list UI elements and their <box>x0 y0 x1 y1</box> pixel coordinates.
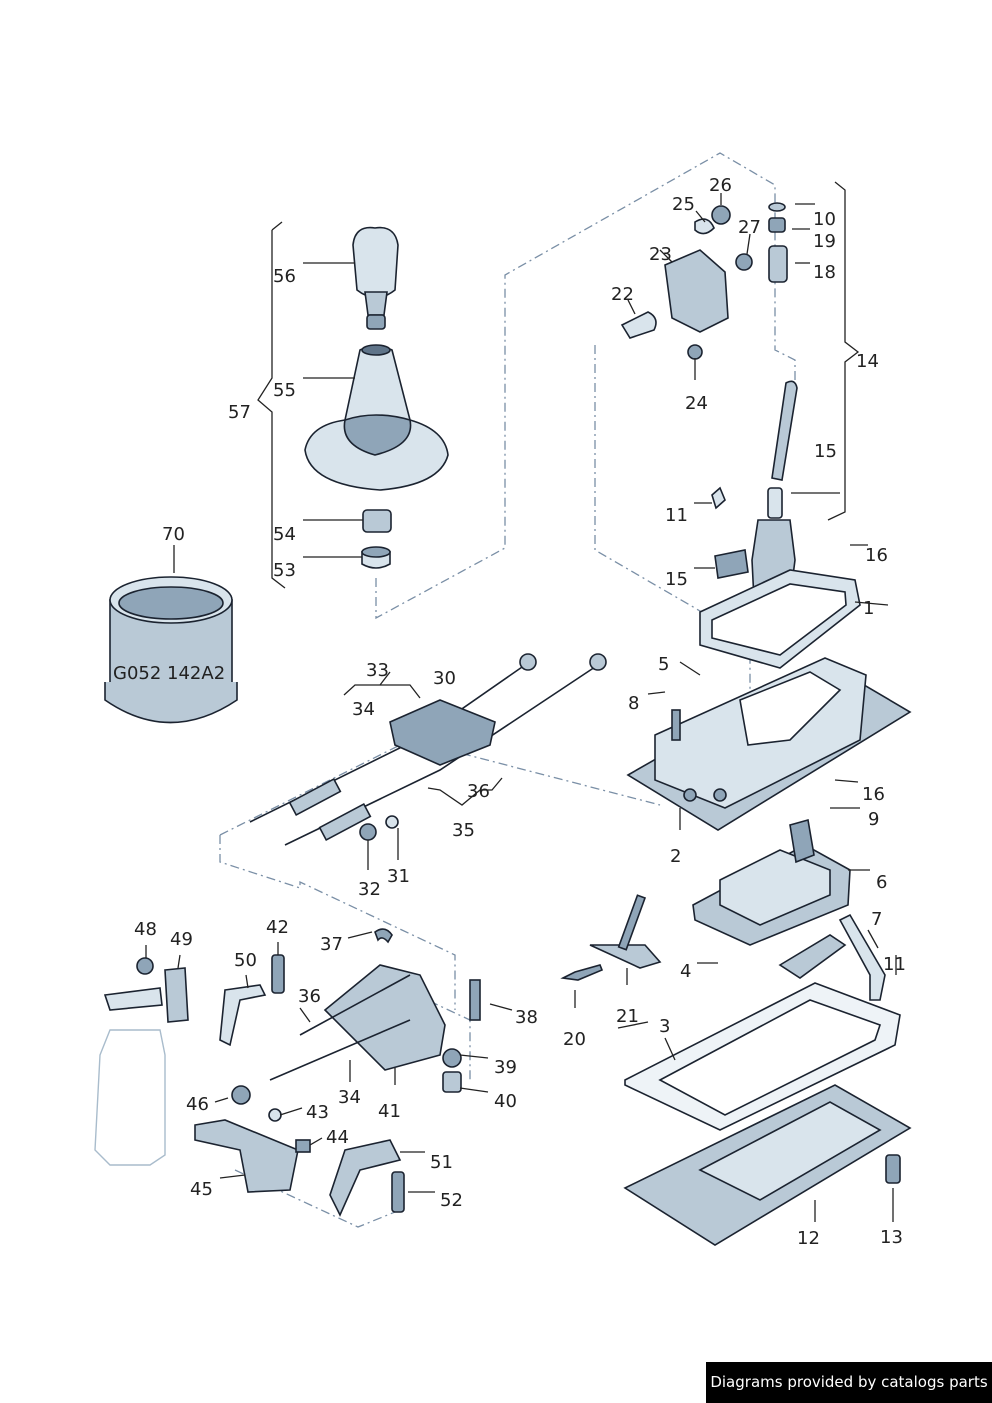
callout-18: 18 <box>813 262 836 283</box>
callout-53: 53 <box>273 560 296 581</box>
callout-12: 12 <box>797 1228 820 1249</box>
callout-49: 49 <box>170 929 193 950</box>
callout-24: 24 <box>685 393 708 414</box>
callout-20: 20 <box>563 1029 586 1050</box>
callout-34-upper: 34 <box>352 699 375 720</box>
callout-39: 39 <box>494 1057 517 1078</box>
callout-36-upper: 36 <box>467 781 490 802</box>
callout-25: 25 <box>672 194 695 215</box>
callout-44: 44 <box>326 1127 349 1148</box>
cover-plate-part-12 <box>623 1084 912 1246</box>
callout-16-upper: 16 <box>865 545 888 566</box>
callout-labels: 1 2 3 4 5 6 7 8 9 10 11 11 12 13 14 15 1… <box>134 175 906 1249</box>
callout-35: 35 <box>452 820 475 841</box>
callout-13: 13 <box>880 1227 903 1248</box>
callout-46: 46 <box>186 1094 209 1115</box>
callout-26: 26 <box>709 175 732 196</box>
callout-3: 3 <box>659 1016 670 1037</box>
parts-7-20-21 <box>560 894 886 1001</box>
callout-55: 55 <box>273 380 296 401</box>
shift-knob-part-56 <box>352 226 399 330</box>
callout-15-upper: 15 <box>814 441 837 462</box>
callout-10: 10 <box>813 209 836 230</box>
callout-8: 8 <box>628 693 639 714</box>
lower-housing-part-6 <box>692 818 851 946</box>
callout-43: 43 <box>306 1102 329 1123</box>
gasket-part-3 <box>624 982 901 1131</box>
callout-31: 31 <box>387 866 410 887</box>
callout-15-lower: 15 <box>665 569 688 590</box>
callout-56: 56 <box>273 266 296 287</box>
callout-11-upper: 11 <box>665 505 688 526</box>
callout-40: 40 <box>494 1091 517 1112</box>
callout-41: 41 <box>378 1101 401 1122</box>
housing-part-2 <box>626 657 912 831</box>
callout-50: 50 <box>234 950 257 971</box>
callout-23: 23 <box>649 244 672 265</box>
callout-70: 70 <box>162 524 185 545</box>
callout-33: 33 <box>366 660 389 681</box>
callout-7: 7 <box>871 909 882 930</box>
callout-32: 32 <box>358 879 381 900</box>
callout-1: 1 <box>863 598 874 619</box>
callout-54: 54 <box>273 524 296 545</box>
callout-36-lower: 36 <box>298 986 321 1007</box>
shift-lever-part-15 <box>711 380 798 621</box>
callout-48: 48 <box>134 919 157 940</box>
rings-parts-53-54 <box>361 509 392 569</box>
lever-bracket-parts-22-27 <box>620 202 788 360</box>
callout-19: 19 <box>813 231 836 252</box>
callout-42: 42 <box>266 917 289 938</box>
callout-27: 27 <box>738 217 761 238</box>
linkage-parts-36-52 <box>94 928 481 1217</box>
can-label: G052 142A2 <box>113 663 225 684</box>
callout-4: 4 <box>680 961 691 982</box>
shift-cables-parts-30-36 <box>249 653 607 846</box>
callout-30: 30 <box>433 668 456 689</box>
callout-14: 14 <box>856 351 879 372</box>
callout-11-lower: 11 <box>883 954 906 975</box>
shift-boot-part-55 <box>304 344 449 491</box>
callout-6: 6 <box>876 872 887 893</box>
callout-37: 37 <box>320 934 343 955</box>
callout-22: 22 <box>611 284 634 305</box>
callout-57: 57 <box>228 402 251 423</box>
callout-51: 51 <box>430 1152 453 1173</box>
callout-38: 38 <box>515 1007 538 1028</box>
callout-9: 9 <box>868 809 879 830</box>
callout-52: 52 <box>440 1190 463 1211</box>
callout-5: 5 <box>658 654 669 675</box>
callout-45: 45 <box>190 1179 213 1200</box>
callout-21: 21 <box>616 1006 639 1027</box>
callout-16-lower: 16 <box>862 784 885 805</box>
callout-2: 2 <box>670 846 681 867</box>
credit-banner: Diagrams provided by catalogs parts <box>706 1362 992 1403</box>
callout-34-lower: 34 <box>338 1087 361 1108</box>
leader-lines <box>145 181 897 1222</box>
gasket-part-1 <box>699 569 861 669</box>
grease-can-part-70: G052 142A2 <box>104 576 238 724</box>
